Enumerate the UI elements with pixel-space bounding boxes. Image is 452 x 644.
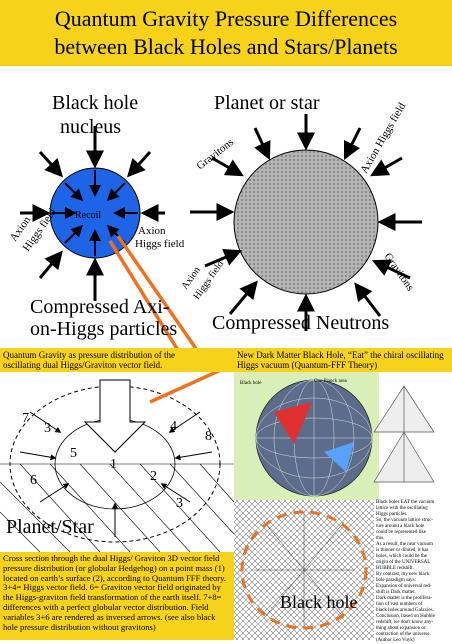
num-3b: 3 bbox=[176, 496, 183, 511]
side-text-line: could be represented like bbox=[376, 530, 427, 535]
axion-field-right: Axion Higgs field bbox=[358, 100, 408, 175]
sphere-label-1: Black hole bbox=[240, 381, 262, 386]
orange-link bbox=[149, 372, 221, 404]
black-hole-label-1: Black hole bbox=[52, 92, 139, 114]
side-text-line: HUBBLE redshift. bbox=[376, 566, 414, 571]
planet-label: Planet or star bbox=[214, 92, 320, 114]
num-7: 7 bbox=[22, 411, 29, 426]
hedgehog-outline bbox=[9, 385, 221, 543]
side-text-line: Higgs particles. bbox=[376, 512, 408, 517]
recoil-label: Recoil bbox=[75, 210, 101, 221]
side-text-line: Dark matter is the prolifera- bbox=[376, 596, 433, 601]
num-4: 4 bbox=[170, 419, 177, 434]
compressed-axion-1: Compressed Axi- bbox=[30, 296, 170, 318]
side-text-line: Black holes EAT the vacuum bbox=[376, 500, 435, 505]
axion-center-1: Axion bbox=[138, 225, 166, 237]
gravity-arrow bbox=[83, 379, 147, 453]
black-hole-lattice: Black hole One Planck area bbox=[234, 372, 452, 640]
pressure-diagram: Recoil Axion Higgs field Axion Higgs fie… bbox=[8, 100, 422, 350]
num-8: 8 bbox=[205, 429, 212, 444]
compressed-neutrons: Compressed Neutrons bbox=[212, 312, 390, 334]
axion-pressure-arrows-bh bbox=[20, 126, 165, 301]
side-text-line: Conclusion, based on Hubble bbox=[376, 614, 435, 619]
triangle-diagram bbox=[373, 385, 435, 483]
num-6: 6 bbox=[30, 473, 37, 488]
left-caption-2: oscillating dual Higgs/Graviton vector f… bbox=[3, 360, 163, 370]
side-text-line: So, the vacuum lattice struc- bbox=[376, 518, 434, 523]
side-text-line: hole paradigm says: bbox=[376, 578, 416, 583]
side-text-line: By contrast, my new black bbox=[376, 572, 430, 577]
num-3a: 3 bbox=[44, 421, 51, 436]
side-text-line: ture around a black hole bbox=[376, 524, 425, 529]
left-bottom-caption: Cross section through the dual Higgs/ Gr… bbox=[0, 552, 234, 640]
black-hole-ring bbox=[240, 510, 368, 630]
compressed-axion-2: on-Higgs particles bbox=[30, 318, 178, 340]
side-text-line: Expansion of universal red- bbox=[376, 584, 432, 589]
side-text-line: thing about expansion or bbox=[376, 626, 426, 631]
planet-or-star bbox=[233, 149, 379, 295]
side-text-line: holes, which could be the bbox=[376, 554, 427, 559]
hedgehog-cross-section: 3 4 5 1 2 6 7 8 3 bbox=[0, 372, 234, 552]
black-hole-lower-label: Black hole bbox=[280, 592, 358, 612]
graviton-arrows-planet bbox=[190, 114, 422, 331]
side-text-line: (Author Leo Vuyk) bbox=[376, 638, 415, 643]
side-text-line: black holes around Galaxies. bbox=[376, 608, 434, 613]
ground-hatch bbox=[0, 463, 234, 552]
left-caption-box: Quantum Gravity as pressure distribution… bbox=[0, 348, 234, 372]
left-caption-1: Quantum Gravity as pressure distribution… bbox=[3, 350, 175, 360]
right-caption-box: New Dark Matter Black Hole, “Eat” the ch… bbox=[234, 348, 452, 372]
title-banner: Quantum Gravity Pressure Differences bet… bbox=[0, 0, 452, 66]
planet-star-label: Planet/Star bbox=[6, 516, 94, 538]
blue-facet bbox=[324, 442, 354, 472]
red-facet bbox=[274, 402, 312, 444]
side-text-line: lattice with the oscillating bbox=[376, 506, 428, 511]
title-line-2: between Black Holes and Stars/Planets bbox=[54, 34, 398, 59]
side-text-line: origin of the UNIVERSAL bbox=[376, 560, 431, 565]
num-5: 5 bbox=[70, 446, 77, 461]
num-2: 2 bbox=[150, 469, 157, 484]
radial-arrows bbox=[19, 411, 213, 537]
side-text-line: As a result, the near vacuum bbox=[376, 542, 433, 547]
gravitons-right: Gravitons bbox=[382, 251, 417, 293]
orange-link-arrows bbox=[108, 235, 200, 350]
sphere-label-2: One Planck area bbox=[314, 379, 348, 384]
num-1: 1 bbox=[110, 457, 117, 472]
black-hole-label-2: nucleus bbox=[60, 116, 122, 138]
side-text-line: is thinner or diluted, it has bbox=[376, 548, 429, 553]
title-line-1: Quantum Gravity Pressure Differences bbox=[54, 6, 398, 31]
side-text-line: tion of vast numbers of bbox=[376, 602, 423, 607]
side-text-panel bbox=[374, 500, 452, 640]
side-text-line: shift is Dark matter. bbox=[376, 590, 416, 595]
side-text-line: contraction of the universe. bbox=[376, 632, 431, 637]
side-text-line: this. bbox=[376, 536, 385, 541]
side-text-line: redshift, we don't know any- bbox=[376, 620, 434, 625]
lattice-radial bbox=[254, 512, 354, 628]
axion-center-2: Higgs field bbox=[135, 238, 185, 250]
